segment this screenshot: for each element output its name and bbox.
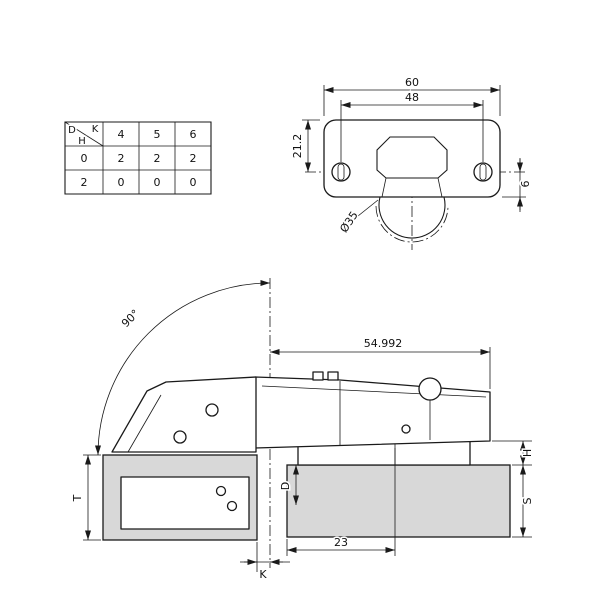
cabinet-panel [286, 464, 511, 538]
table-cell: 0 [118, 176, 125, 189]
table-corner-d: D [68, 125, 76, 136]
dowel-hole [226, 500, 238, 512]
cup-lever-arm [111, 376, 257, 453]
table-corner-diagonal [64, 121, 104, 147]
extension-lines-t [83, 454, 101, 541]
dim-door-thickness: T [71, 494, 84, 502]
plate-hole [401, 424, 411, 434]
dim-height-21-2: 21.2 [291, 134, 304, 159]
table-corner-k: K [92, 124, 99, 135]
dim-opening-angle: 90° [119, 307, 142, 330]
dowel-hole [215, 485, 227, 497]
cup-label-leader [357, 199, 379, 217]
table-corner-h: H [78, 136, 86, 147]
table-cell: 0 [154, 176, 161, 189]
selection-table: D K H 4 5 6 0 2 2 2 2 0 0 0 [64, 121, 212, 195]
screw-slot-right [479, 163, 487, 181]
hinge-plate-outline [323, 119, 501, 198]
extension-lines-48 [340, 100, 484, 162]
cup-outline [378, 196, 446, 239]
dim-gap-k: K [259, 568, 267, 581]
hinge-arm-detail-lines [261, 381, 487, 446]
table-cell: 2 [190, 152, 197, 165]
dim-hole-spacing-48: 48 [405, 91, 419, 104]
table-cell: 0 [190, 176, 197, 189]
fixing-screw-head [418, 377, 442, 401]
pivot-hole [205, 403, 219, 417]
dim-cup-diameter: Ø35 [337, 209, 360, 235]
table-cell: 2 [154, 152, 161, 165]
dim-arm-length: 54.992 [364, 337, 403, 350]
swing-arc [95, 280, 271, 456]
table-grid-lines [65, 122, 211, 194]
dim-screw-distance-23: 23 [334, 536, 348, 549]
table-cell: 2 [118, 152, 125, 165]
cup-diameter-circle [375, 205, 449, 243]
cup-bore [120, 476, 250, 530]
top-view: 60 48 21.2 6 Ø35 [290, 75, 534, 250]
side-view: 90° 54.992 T K [70, 278, 536, 583]
table-row-label: 2 [81, 176, 88, 189]
table-col-header: 4 [118, 128, 125, 141]
screw-hole-left [331, 162, 351, 182]
table-col-header: 6 [190, 128, 197, 141]
dim-width-60: 60 [405, 76, 419, 89]
table-col-header: 5 [154, 128, 161, 141]
dim-plate-height-h: H [521, 449, 534, 457]
screw-hole-right [473, 162, 493, 182]
dim-edge-6: 6 [519, 181, 532, 188]
cup-lever-inner-line [127, 394, 162, 453]
dim-panel-s: S [521, 497, 534, 504]
screw-slot-left [337, 163, 345, 181]
table-row-label: 0 [81, 152, 88, 165]
cup-shoulder-lines [381, 177, 443, 198]
adjustment-screw [327, 371, 339, 381]
dim-depth-d: D [279, 482, 292, 490]
pivot-hole [173, 430, 187, 444]
adjustment-screw [312, 371, 324, 381]
